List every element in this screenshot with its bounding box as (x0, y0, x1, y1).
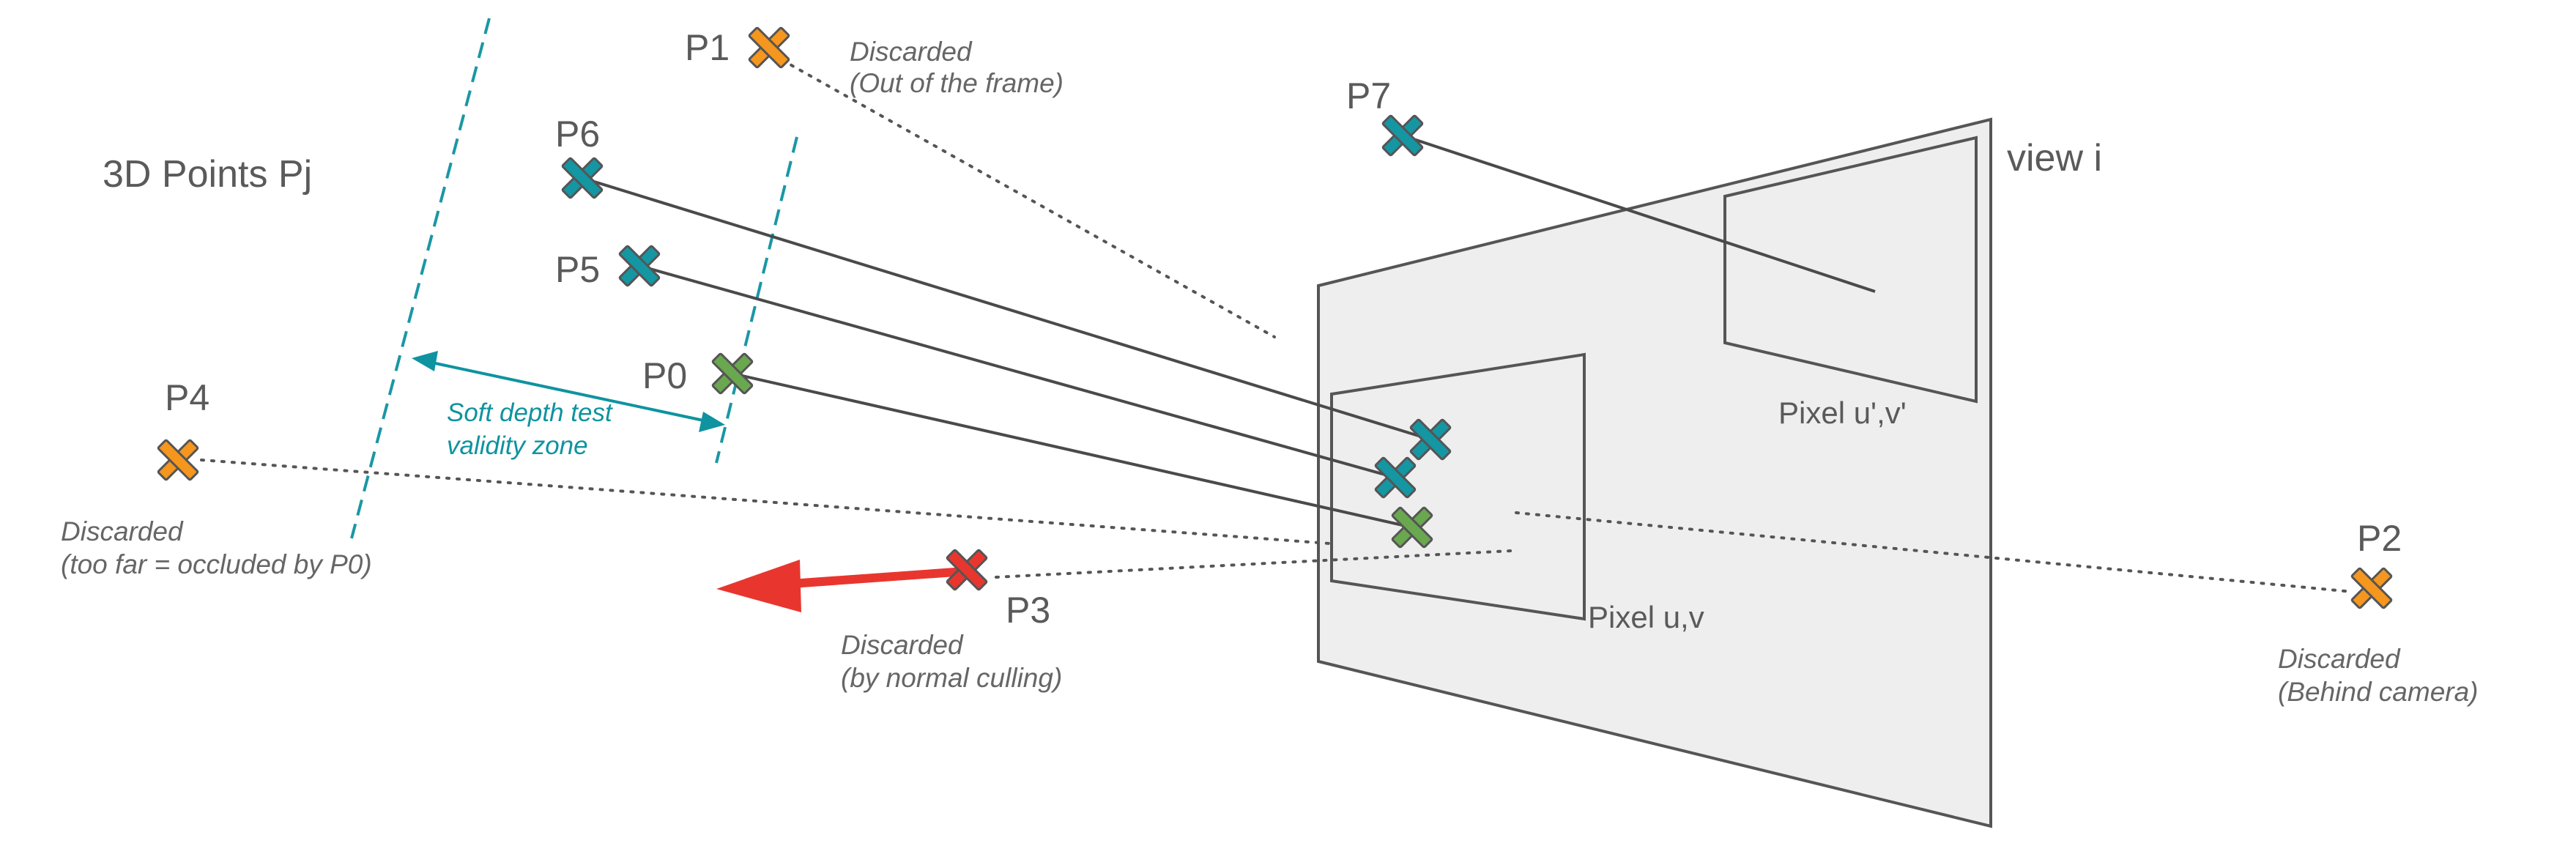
p3-note-line1: Discarded (841, 630, 964, 660)
p2-note-line2: (Behind camera) (2278, 677, 2479, 707)
soft-depth-zone-arrow (412, 351, 725, 432)
p5-label: P5 (555, 249, 600, 290)
p4-note-line2: (too far = occluded by P0) (61, 549, 372, 579)
p3-note-line2: (by normal culling) (841, 663, 1062, 693)
p2-note-line1: Discarded (2278, 644, 2401, 674)
ray-p2-dotted (1515, 511, 2354, 593)
soft-zone-label-line2: validity zone (447, 431, 588, 460)
ray-p6 (582, 177, 1431, 441)
ray-p1-dotted (781, 59, 1276, 338)
ray-p5 (639, 264, 1396, 479)
soft-zone-label-line1: Soft depth test (447, 398, 613, 427)
pixel-uv-prime-label: Pixel u',v' (1778, 396, 1907, 430)
p4-label: P4 (165, 377, 209, 418)
p3-label: P3 (1006, 590, 1050, 631)
pixel-uv-label: Pixel u,v (1588, 600, 1704, 634)
diagram-title: 3D Points Pj (103, 153, 312, 196)
depth-boundary-far (350, 18, 491, 539)
pixel-window-uv-prime (1723, 136, 1978, 404)
ray-p0 (732, 372, 1413, 529)
ray-p7 (1402, 134, 1876, 293)
p1-marker (735, 14, 803, 81)
p4-note-line1: Discarded (61, 516, 184, 546)
p0-marker (699, 340, 766, 407)
p6-marker (549, 144, 616, 212)
ray-p4-dotted (200, 459, 1331, 545)
view-label: view i (2007, 137, 2102, 179)
image-plane (1317, 117, 1992, 828)
p5-marker (606, 232, 673, 300)
p6-label: P6 (555, 114, 600, 155)
p1-note-line1: Discarded (850, 37, 973, 67)
p7-label: P7 (1346, 75, 1391, 116)
p2-marker (2338, 554, 2405, 622)
p0-label: P0 (642, 355, 687, 396)
pixel-window-uv (1330, 352, 1586, 621)
depth-boundary-near (715, 136, 798, 464)
p2-label: P2 (2357, 518, 2402, 559)
p1-note-line2: (Out of the frame) (850, 68, 1064, 98)
p1-label: P1 (685, 27, 730, 68)
normal-culling-arrow (716, 560, 966, 612)
ray-p3-dotted (995, 549, 1512, 579)
